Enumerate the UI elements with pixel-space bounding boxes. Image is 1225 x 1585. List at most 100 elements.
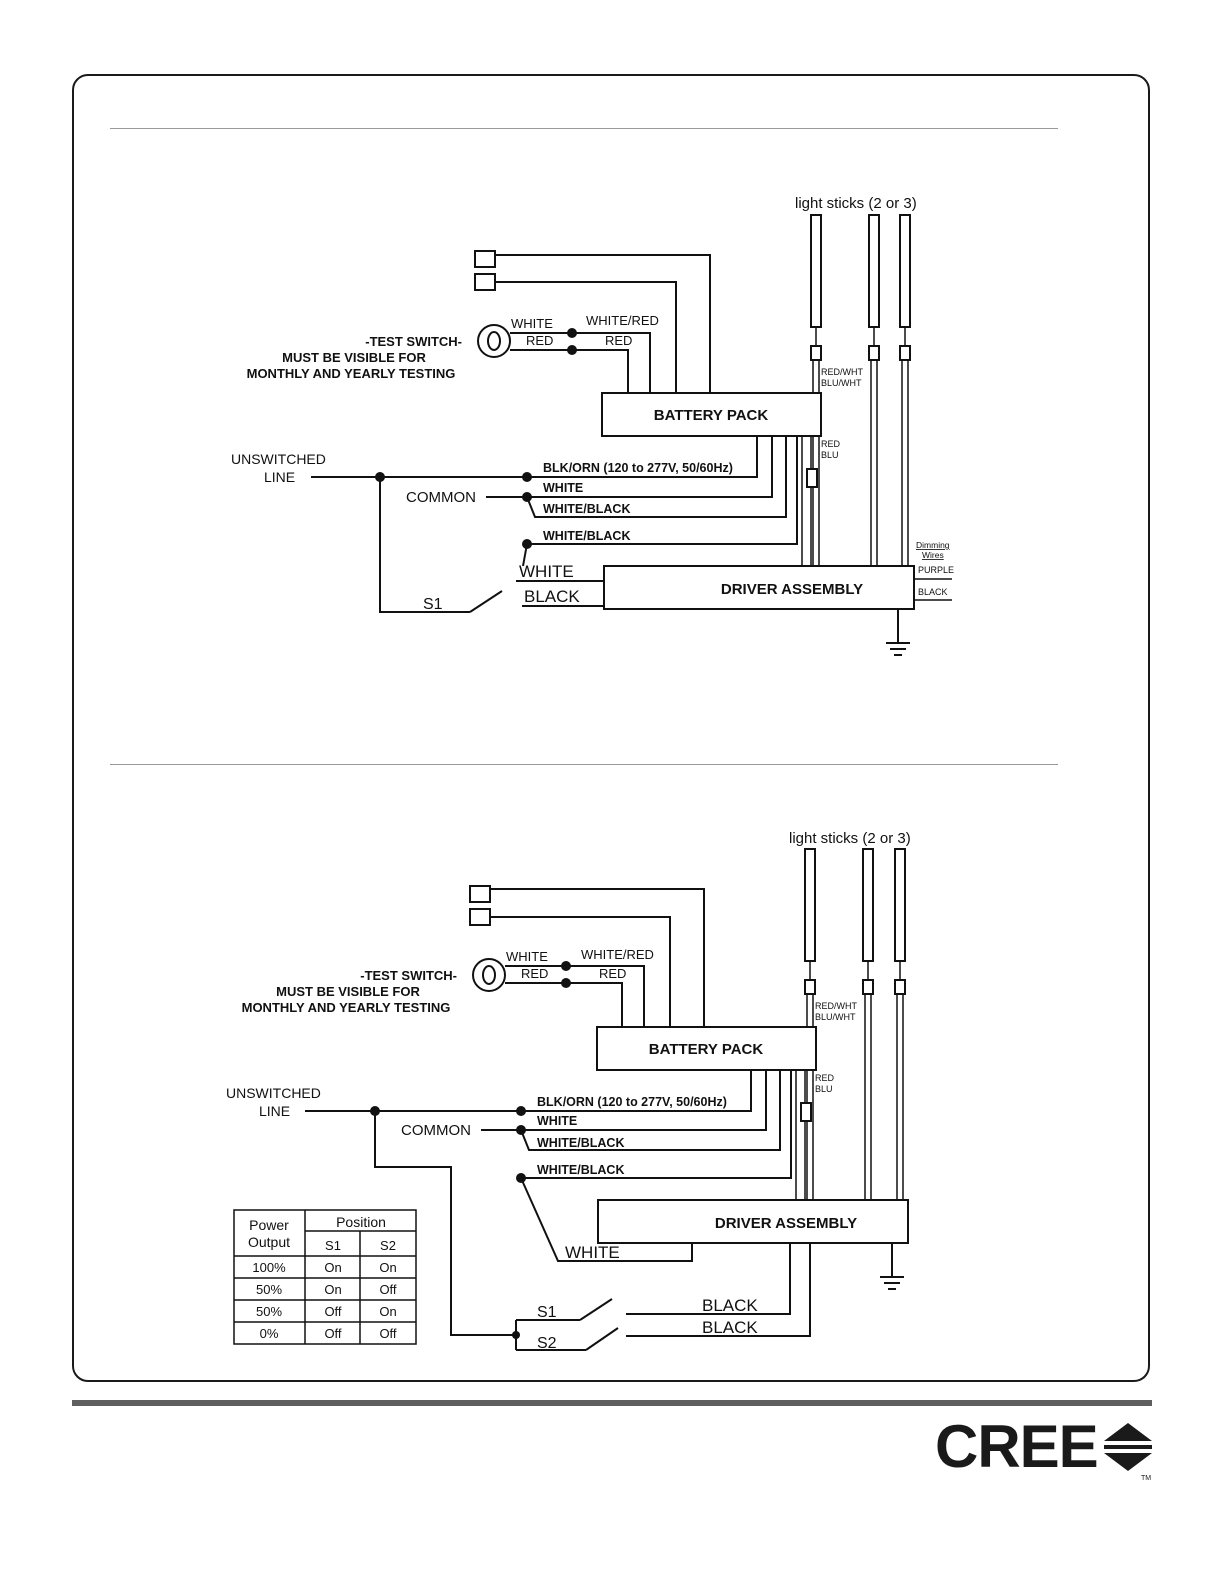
driver-assembly-label: DRIVER ASSEMBLY — [721, 581, 863, 598]
wire-label-white-black-1: WHITE/BLACK — [543, 502, 631, 516]
driver-assembly-2 — [597, 1199, 909, 1244]
table-header-s1: S1 — [325, 1238, 341, 1253]
wire-label-blk-orn: BLK/ORN (120 to 277V, 50/60Hz) — [543, 461, 733, 475]
table-cell: 0% — [260, 1326, 279, 1341]
wire-label-blu-small-2: BLU — [815, 1084, 833, 1094]
logo-down-arrow-icon — [1104, 1453, 1152, 1471]
table-cell: On — [379, 1304, 396, 1319]
unswitched-line-label-2: UNSWITCHED — [226, 1085, 321, 1101]
test-switch-label: -TEST SWITCH- — [365, 334, 462, 349]
line-label-2: LINE — [259, 1103, 290, 1119]
driver-assembly-label-2: DRIVER ASSEMBLY — [715, 1215, 857, 1232]
wire-label-blu-small: BLU — [821, 450, 839, 460]
table-cell: 50% — [256, 1304, 282, 1319]
battery-pack-label: BATTERY PACK — [654, 407, 769, 424]
wire-label-red-wht: RED/WHT — [821, 367, 863, 377]
wire-label-white-black-4: WHITE/BLACK — [537, 1163, 625, 1177]
logo-up-arrow-icon — [1104, 1423, 1152, 1441]
footer-bar — [72, 1400, 1152, 1406]
unswitched-line-label: UNSWITCHED — [231, 451, 326, 467]
wire-label-red-2: RED — [605, 333, 632, 348]
connector-square-3 — [469, 885, 491, 903]
switch-s1-label-2: S1 — [537, 1304, 557, 1321]
wire-label-blu-wht-2: BLU/WHT — [815, 1012, 856, 1022]
page-frame — [72, 74, 1150, 1382]
wire-label-black-2: BLACK — [702, 1318, 758, 1337]
switch-s2-label: S2 — [537, 1335, 557, 1352]
table-header-power: Power — [249, 1217, 289, 1233]
light-stick-2 — [862, 848, 874, 1200]
battery-pack-2 — [596, 1026, 817, 1071]
cree-logo: CREE TM — [935, 1413, 1152, 1482]
line-label: LINE — [264, 469, 295, 485]
common-label: COMMON — [406, 489, 476, 506]
common-label-2: COMMON — [401, 1122, 471, 1139]
table-header-s2: S2 — [380, 1238, 396, 1253]
ground-icon — [886, 609, 910, 656]
light-sticks-label: light sticks (2 or 3) — [795, 195, 917, 212]
light-stick-3 — [894, 848, 906, 1200]
switch-s1-label: S1 — [423, 596, 443, 613]
wire-label-white-2: WHITE — [506, 949, 548, 964]
cree-logo-text: CREE — [935, 1413, 1098, 1480]
battery-pack-label-2: BATTERY PACK — [649, 1041, 764, 1058]
wire-label-red-3: RED — [521, 966, 548, 981]
test-switch-label-2: -TEST SWITCH- — [360, 968, 457, 983]
wire-label-red-4: RED — [599, 966, 626, 981]
wire-label-red-wht-2: RED/WHT — [815, 1001, 857, 1011]
wire-label-white: WHITE — [511, 316, 553, 331]
test-switch-note-3: MUST BE VISIBLE FOR — [276, 984, 420, 999]
wire-label-white-w: WHITE — [543, 481, 583, 495]
table-cell: Off — [324, 1326, 341, 1341]
test-switch-note-4: MONTHLY AND YEARLY TESTING — [242, 1000, 451, 1015]
wire-label-red-small-2: RED — [815, 1073, 835, 1083]
wire-label-black-1: BLACK — [702, 1296, 758, 1315]
driver-assembly — [603, 565, 915, 610]
wire-label-black-big: BLACK — [524, 587, 580, 606]
test-switch-note-1: MUST BE VISIBLE FOR — [282, 350, 426, 365]
wire-label-white-big-2: WHITE — [565, 1243, 620, 1262]
wire-label-black-small: BLACK — [918, 587, 948, 597]
wire-label-red-small: RED — [821, 439, 841, 449]
wire-label-white-black-2: WHITE/BLACK — [543, 529, 631, 543]
table-cell: 100% — [252, 1260, 286, 1275]
ground-icon-2 — [880, 1243, 904, 1290]
wire-label-blk-orn-2: BLK/ORN (120 to 277V, 50/60Hz) — [537, 1095, 727, 1109]
light-stick-1 — [804, 848, 816, 1200]
wire-label-white-red: WHITE/RED — [586, 313, 659, 328]
wire-label-red: RED — [526, 333, 553, 348]
table-header-position: Position — [336, 1214, 386, 1230]
divider-top — [110, 128, 1058, 129]
test-switch-icon — [477, 324, 511, 358]
test-switch-icon-2 — [472, 958, 506, 992]
table-cell: On — [324, 1282, 341, 1297]
battery-pack — [601, 392, 822, 437]
light-sticks-label-2: light sticks (2 or 3) — [789, 830, 911, 847]
table-cell: Off — [324, 1304, 341, 1319]
light-stick-1 — [810, 214, 822, 566]
table-cell: Off — [379, 1282, 396, 1297]
wiring-diagram-1: light sticks (2 or 3) RED/WHT BLU/WHT — [231, 195, 954, 656]
table-cell: On — [324, 1260, 341, 1275]
power-output-table: Power Output Position S1 S2 100% On On 5… — [233, 1209, 417, 1345]
dimming-wires-label: Dimming — [916, 540, 950, 550]
wire-label-white-big: WHITE — [519, 562, 574, 581]
table-cell: Off — [379, 1326, 396, 1341]
connector-square-2 — [474, 273, 496, 291]
connector-square-4 — [469, 908, 491, 926]
light-stick-3 — [899, 214, 911, 566]
wire-label-blu-wht: BLU/WHT — [821, 378, 862, 388]
dimming-wires-label-2: Wires — [922, 550, 944, 560]
wire-label-white-black-3: WHITE/BLACK — [537, 1136, 625, 1150]
logo-trademark: TM — [1141, 1475, 1151, 1482]
light-stick-2 — [868, 214, 880, 566]
wire-label-white-w-2: WHITE — [537, 1114, 577, 1128]
table-header-output: Output — [248, 1234, 290, 1250]
wire-label-white-red-2: WHITE/RED — [581, 947, 654, 962]
connector-square-1 — [474, 250, 496, 268]
wiring-diagram-2: light sticks (2 or 3) RED/WHT BLU/WHT -T… — [226, 830, 911, 1352]
table-cell: 50% — [256, 1282, 282, 1297]
table-cell: On — [379, 1260, 396, 1275]
divider-middle — [110, 764, 1058, 765]
